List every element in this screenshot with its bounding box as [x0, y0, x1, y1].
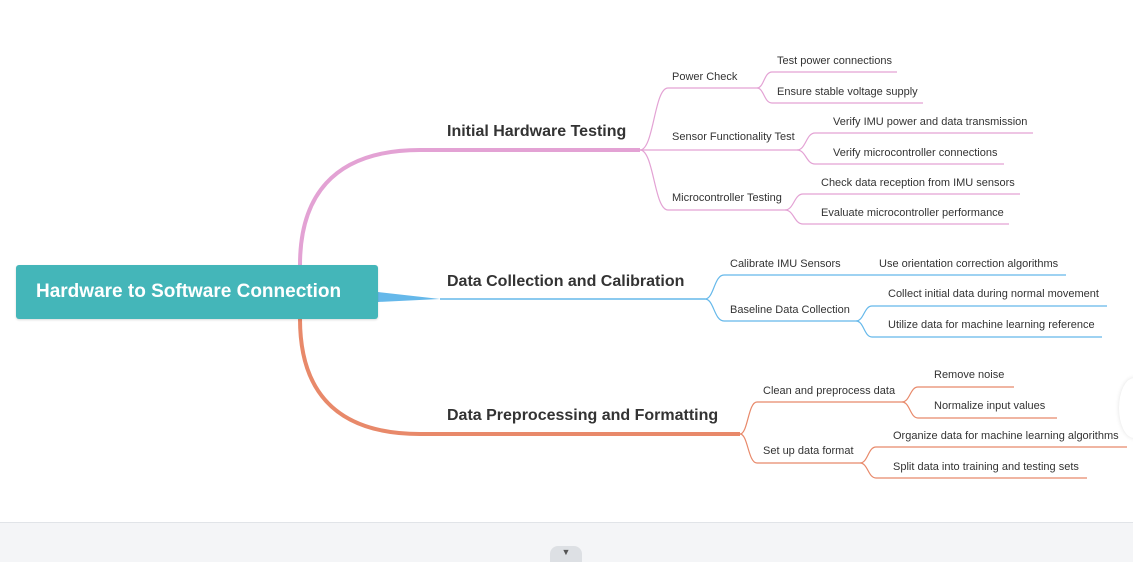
connector-sub-format [739, 433, 860, 464]
subtopic-microcontroller-testing[interactable]: Microcontroller Testing [672, 192, 782, 204]
subtopic-calibrate-imu-sensors[interactable]: Calibrate IMU Sensors [730, 258, 841, 270]
subtopic-sensor-functionality-test[interactable]: Sensor Functionality Test [672, 131, 795, 143]
connector-leaf-b2 [855, 320, 1102, 338]
subtopic-power-check[interactable]: Power Check [672, 71, 738, 83]
branch-data-preprocessing-formatting[interactable]: Data Preprocessing and Formatting [447, 407, 719, 424]
connector-leaf-cl1 [901, 386, 1014, 403]
leaf-collect-initial-data[interactable]: Collect initial data during normal movem… [888, 288, 1099, 300]
connector-leaf-b1 [855, 305, 1107, 322]
connector-root-blue [378, 292, 440, 302]
connector-sub-baseline [704, 298, 856, 322]
connector-leaf-s1 [796, 132, 1033, 151]
connector-sub-clean [739, 401, 902, 435]
side-scroll-handle[interactable] [1119, 378, 1133, 438]
leaf-ensure-stable-voltage[interactable]: Ensure stable voltage supply [777, 86, 918, 98]
connector-leaf-f2 [859, 462, 1087, 479]
leaf-check-data-reception[interactable]: Check data reception from IMU sensors [821, 177, 1015, 189]
connector-branch-pink [298, 148, 640, 266]
leaf-test-power-connections[interactable]: Test power connections [777, 55, 892, 67]
collapse-button[interactable]: ▼ [550, 546, 582, 562]
subtopic-set-up-data-format[interactable]: Set up data format [763, 445, 854, 457]
subtopic-clean-preprocess-data[interactable]: Clean and preprocess data [763, 385, 896, 397]
leaf-normalize-input-values[interactable]: Normalize input values [934, 400, 1046, 412]
connector-leaf-m2 [784, 209, 1009, 225]
leaf-evaluate-microcontroller-performance[interactable]: Evaluate microcontroller performance [821, 207, 1004, 219]
branch-data-collection-calibration[interactable]: Data Collection and Calibration [447, 273, 685, 290]
connector-branch-orange [298, 318, 740, 436]
branch-initial-hardware-testing[interactable]: Initial Hardware Testing [447, 123, 627, 140]
leaf-organize-data-ml[interactable]: Organize data for machine learning algor… [893, 430, 1119, 442]
root-topic[interactable]: Hardware to Software Connection [16, 265, 378, 319]
connector-leaf-p2 [756, 87, 923, 104]
connector-leaf-s2 [796, 149, 1004, 165]
mindmap-connectors [298, 71, 1127, 479]
connector-sub-calibrate [704, 274, 848, 300]
connector-sub-power [639, 87, 757, 151]
leaf-orientation-correction[interactable]: Use orientation correction algorithms [879, 258, 1059, 270]
root-topic-label: Hardware to Software Connection [36, 281, 342, 302]
chevron-down-icon: ▼ [561, 547, 571, 557]
connector-sub-micro [639, 149, 785, 211]
mindmap-canvas[interactable]: Hardware to Software Connection Initial … [0, 0, 1133, 523]
leaf-verify-microcontroller-connections[interactable]: Verify microcontroller connections [833, 147, 998, 159]
leaf-verify-imu-power[interactable]: Verify IMU power and data transmission [833, 116, 1028, 128]
leaf-utilize-data-ml-reference[interactable]: Utilize data for machine learning refere… [888, 319, 1095, 331]
subtopic-baseline-data-collection[interactable]: Baseline Data Collection [730, 304, 850, 316]
connector-leaf-p1 [756, 71, 897, 89]
leaf-split-training-testing[interactable]: Split data into training and testing set… [893, 461, 1079, 473]
connector-leaf-cl2 [901, 401, 1057, 419]
leaf-remove-noise[interactable]: Remove noise [934, 369, 1005, 381]
connector-leaf-m1 [784, 193, 1020, 211]
connector-leaf-f1 [859, 446, 1127, 464]
